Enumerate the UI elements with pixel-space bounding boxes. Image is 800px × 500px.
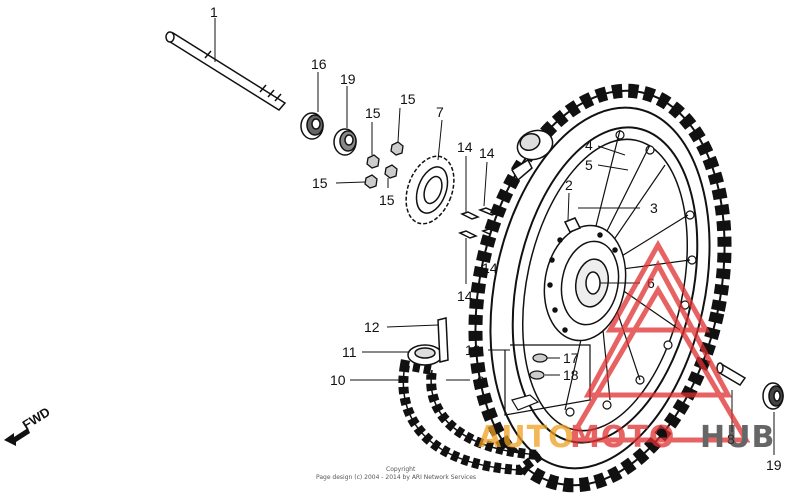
collar-part xyxy=(716,362,747,386)
callout-14: 14 xyxy=(457,288,473,304)
plate-part xyxy=(405,155,455,225)
watermark-hub: HUB xyxy=(700,420,775,455)
callout-3: 3 xyxy=(650,200,658,216)
forward-direction-indicator: FWD xyxy=(4,404,53,446)
callout-7: 7 xyxy=(436,104,444,120)
rim-band-part xyxy=(437,317,449,363)
callout-14: 14 xyxy=(457,139,473,155)
leader-lines xyxy=(350,145,640,381)
callout-11: 11 xyxy=(342,344,357,360)
callout-9: 9 xyxy=(477,373,485,389)
seal-part xyxy=(300,112,324,140)
watermark-auto: AUTO xyxy=(478,420,575,455)
forward-arrow-icon xyxy=(4,428,30,446)
axle-part xyxy=(165,31,287,111)
callout-15: 15 xyxy=(379,192,395,208)
triangle-logo-icon xyxy=(565,239,751,443)
callout-15: 15 xyxy=(312,175,328,191)
bearing-part xyxy=(333,128,357,156)
callout-10: 10 xyxy=(330,372,346,388)
hub-part xyxy=(543,224,627,342)
automotohub-watermark: AUTO MOTO HUB xyxy=(478,239,775,455)
callout-15: 15 xyxy=(365,105,381,121)
callout-13: 13 xyxy=(465,342,481,358)
tire-section-part xyxy=(398,344,554,476)
callout-2: 2 xyxy=(565,177,573,193)
callout-18: 18 xyxy=(563,367,579,383)
callout-12: 12 xyxy=(364,319,380,335)
callout-4: 4 xyxy=(585,137,593,153)
callout-15: 15 xyxy=(400,91,416,107)
watermark-moto: MOTO xyxy=(570,420,675,455)
nut-parts xyxy=(364,141,404,189)
brake-arm-part xyxy=(563,217,582,233)
callout-19: 19 xyxy=(766,457,782,473)
callout-17: 17 xyxy=(563,350,579,366)
callout-16: 16 xyxy=(311,56,327,72)
callout-1: 1 xyxy=(210,4,218,20)
callout-19: 19 xyxy=(340,71,356,87)
bearing-right-part xyxy=(762,382,784,410)
callout-14: 14 xyxy=(482,260,498,276)
footer-line: Page design (c) 2004 - 2014 by ARI Netwo… xyxy=(316,474,476,481)
callout-14: 14 xyxy=(479,145,495,161)
fwd-label: FWD xyxy=(20,404,53,432)
tire-tube-part xyxy=(510,129,554,182)
footer-copyright: Copyright xyxy=(386,466,416,473)
callout-5: 5 xyxy=(585,157,593,173)
